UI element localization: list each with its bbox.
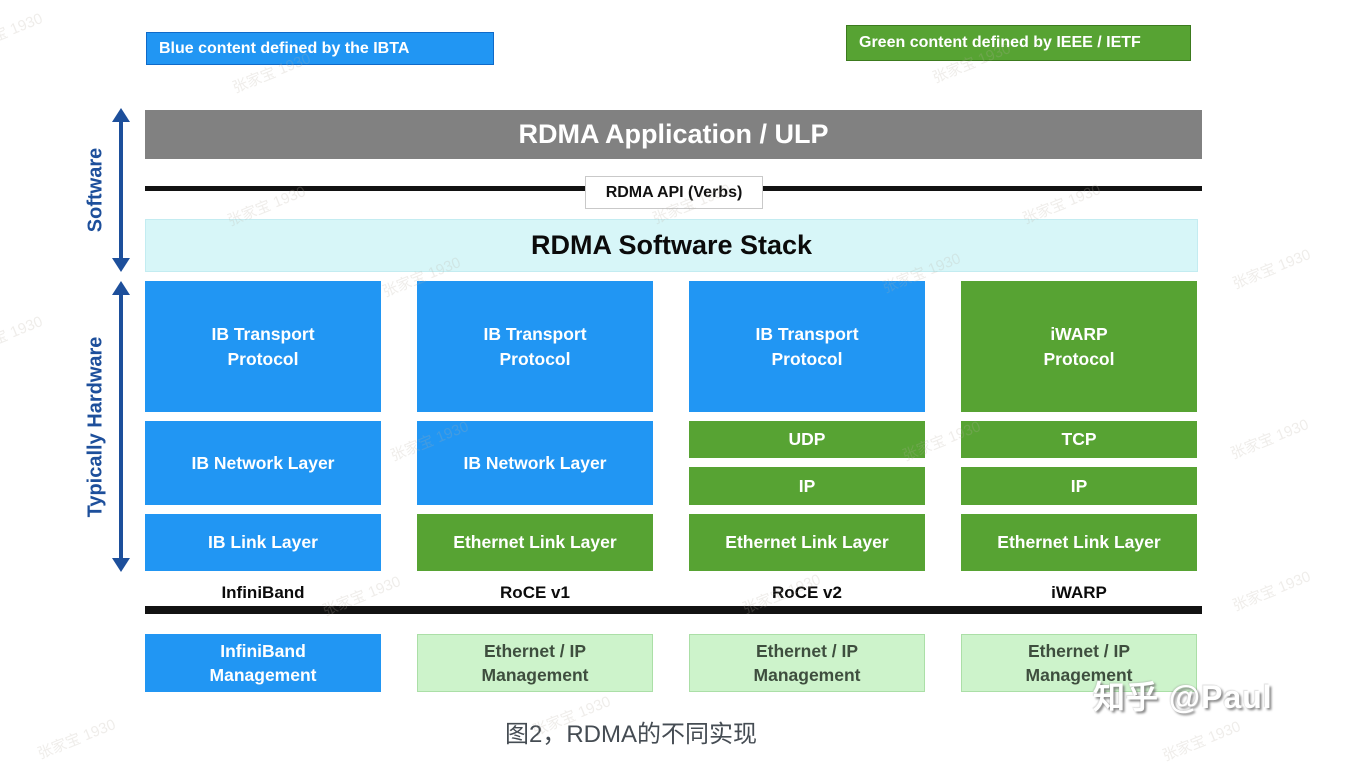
rocev2-udp-block: UDP bbox=[689, 421, 925, 458]
rocev2-column-label: RoCE v2 bbox=[772, 583, 842, 602]
rocev2-ip-block: IP bbox=[689, 467, 925, 505]
figure-caption: 图2，RDMA的不同实现 bbox=[505, 721, 758, 748]
diagonal-watermark: 张家宝 1930 bbox=[0, 10, 46, 57]
diagonal-watermark: 张家宝 1930 bbox=[1230, 568, 1314, 615]
iwarp-column-label: iWARP bbox=[1051, 583, 1107, 602]
diagonal-watermark: 张家宝 1930 bbox=[35, 716, 119, 763]
infiniband-management-block: InfiniBand Management bbox=[145, 634, 381, 692]
infiniband-link-block: IB Link Layer bbox=[145, 514, 381, 571]
diagonal-watermark: 张家宝 1930 bbox=[0, 313, 46, 360]
diagonal-watermark: 张家宝 1930 bbox=[1230, 246, 1314, 293]
software-side-label: Software bbox=[84, 147, 107, 233]
infiniband-network-block: IB Network Layer bbox=[145, 421, 381, 505]
hardware-range-arrow bbox=[112, 281, 130, 572]
iwarp-ethernet-link-block: Ethernet Link Layer bbox=[961, 514, 1197, 571]
iwarp-management-block: Ethernet / IP Management bbox=[961, 634, 1197, 692]
zhihu-watermark: 知乎 @Paul bbox=[1093, 679, 1273, 715]
rocev1-management-block: Ethernet / IP Management bbox=[417, 634, 653, 692]
rdma-application-bar: RDMA Application / ULP bbox=[145, 110, 1202, 159]
iwarp-ip-block: IP bbox=[961, 467, 1197, 505]
arrow-up-icon bbox=[112, 108, 130, 122]
arrow-down-icon bbox=[112, 558, 130, 572]
rocev1-network-block: IB Network Layer bbox=[417, 421, 653, 505]
rocev2-transport-block: IB Transport Protocol bbox=[689, 281, 925, 412]
infiniband-column-label: InfiniBand bbox=[221, 583, 305, 602]
iwarp-tcp-block: TCP bbox=[961, 421, 1197, 458]
legend-green-badge: Green content defined by IEEE / IETF bbox=[846, 25, 1191, 61]
arrow-down-icon bbox=[112, 258, 130, 272]
rocev2-management-block: Ethernet / IP Management bbox=[689, 634, 925, 692]
hardware-base-line bbox=[145, 606, 1202, 614]
rocev1-ethernet-link-block: Ethernet Link Layer bbox=[417, 514, 653, 571]
arrow-up-icon bbox=[112, 281, 130, 295]
rdma-api-label: RDMA API (Verbs) bbox=[585, 176, 763, 209]
rdma-software-stack-bar: RDMA Software Stack bbox=[145, 219, 1198, 272]
hardware-side-label: Typically Hardware bbox=[84, 336, 107, 518]
rocev1-transport-block: IB Transport Protocol bbox=[417, 281, 653, 412]
iwarp-protocol-block: iWARP Protocol bbox=[961, 281, 1197, 412]
legend-blue-badge: Blue content defined by the IBTA bbox=[146, 32, 494, 65]
rocev1-column-label: RoCE v1 bbox=[500, 583, 570, 602]
software-range-arrow bbox=[112, 108, 130, 272]
infiniband-transport-block: IB Transport Protocol bbox=[145, 281, 381, 412]
rocev2-ethernet-link-block: Ethernet Link Layer bbox=[689, 514, 925, 571]
diagonal-watermark: 张家宝 1930 bbox=[1228, 416, 1312, 463]
diagonal-watermark: 张家宝 1930 bbox=[1160, 718, 1244, 765]
